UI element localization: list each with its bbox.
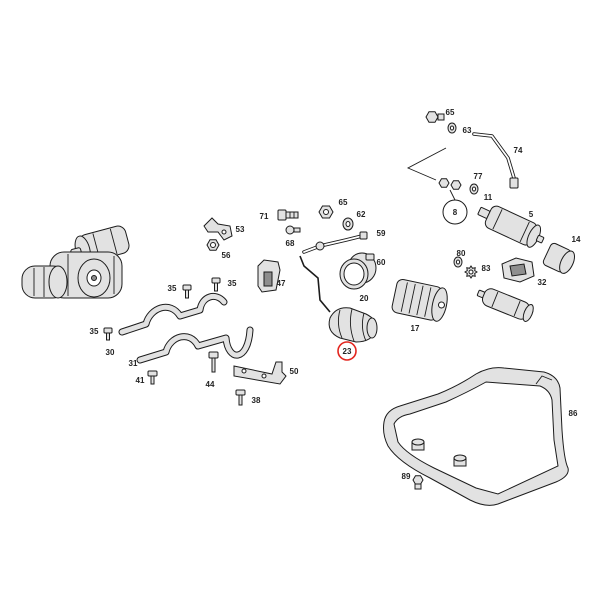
- label-50: 50: [290, 367, 299, 376]
- fuel-pipe-74: [472, 132, 519, 189]
- bolt-44: [208, 351, 219, 373]
- fitting-65-top: [425, 111, 445, 123]
- fuel-filter-17: [391, 278, 448, 322]
- label-74: 74: [514, 146, 523, 155]
- label-59: 59: [377, 229, 386, 238]
- plate-mount-left: [411, 438, 425, 451]
- label-83: 83: [482, 264, 491, 273]
- bracket-53: [203, 217, 233, 241]
- lock-washer-83: [464, 265, 478, 279]
- screw-35-a: [182, 284, 192, 299]
- fuel-pump-main: [49, 251, 123, 299]
- nut-65-mid: [318, 205, 334, 219]
- accumulator-boot-23: [328, 307, 378, 343]
- rubber-clamp-32: [501, 257, 535, 283]
- label-23: 23: [343, 347, 352, 356]
- screw-35-c: [103, 327, 113, 341]
- plate-mount-right: [453, 454, 467, 467]
- label-56: 56: [222, 251, 231, 260]
- label-62: 62: [357, 210, 366, 219]
- nut-89: [412, 475, 424, 490]
- washer-80: [453, 256, 463, 268]
- label-80: 80: [457, 249, 466, 258]
- label-35-c: 35: [90, 327, 99, 336]
- fitting-68: [285, 225, 301, 235]
- screw-38: [235, 389, 246, 406]
- label-65-mid: 65: [339, 198, 348, 207]
- component-8: [442, 189, 468, 225]
- nut-56: [206, 239, 220, 251]
- label-35-a: 35: [168, 284, 177, 293]
- highlight-circle: [337, 341, 357, 361]
- fuel-pump-small: [21, 265, 68, 299]
- leader-lines: [406, 147, 447, 181]
- clamp-upper: [118, 292, 228, 336]
- label-65-top: 65: [446, 108, 455, 117]
- bolt-71: [277, 209, 299, 221]
- label-17: 17: [411, 324, 420, 333]
- label-38: 38: [252, 396, 261, 405]
- label-11: 11: [484, 193, 493, 202]
- label-63: 63: [463, 126, 472, 135]
- washer-11: [469, 183, 479, 195]
- label-89: 89: [402, 472, 411, 481]
- label-68: 68: [286, 239, 295, 248]
- label-71: 71: [260, 212, 269, 221]
- label-35-b: 35: [228, 279, 237, 288]
- washer-62: [342, 217, 354, 231]
- label-60: 60: [377, 258, 386, 267]
- ring-clamp-20: [339, 252, 377, 290]
- fuel-hose: [299, 255, 331, 313]
- cap-14: [542, 242, 575, 274]
- label-86: 86: [569, 409, 578, 418]
- pump-unit-lower: [476, 288, 534, 322]
- label-47: 47: [277, 279, 286, 288]
- label-30: 30: [106, 348, 115, 357]
- label-53: 53: [236, 225, 245, 234]
- rubber-mount-47: [257, 259, 281, 293]
- label-31: 31: [129, 359, 138, 368]
- bracket-50: [233, 361, 287, 385]
- label-5: 5: [529, 210, 534, 219]
- screw-41: [147, 370, 158, 385]
- fuel-pump-5: [477, 205, 545, 248]
- clamp-lower: [136, 326, 254, 364]
- label-41: 41: [136, 376, 145, 385]
- skid-plate-86: [383, 367, 569, 506]
- washer-63: [447, 122, 457, 134]
- label-14: 14: [572, 235, 581, 244]
- label-32: 32: [538, 278, 547, 287]
- label-44: 44: [206, 380, 215, 389]
- part-labels: 65 63 74 77 11 8 5 14 80 83 32 71 65 62 …: [90, 108, 581, 481]
- screw-35-b: [211, 277, 221, 292]
- label-77: 77: [474, 172, 483, 181]
- fuel-line-59: [302, 231, 368, 254]
- clamp-screw-60: [365, 253, 375, 261]
- fittings-77: [438, 178, 462, 190]
- label-8: 8: [453, 208, 458, 217]
- label-20: 20: [360, 294, 369, 303]
